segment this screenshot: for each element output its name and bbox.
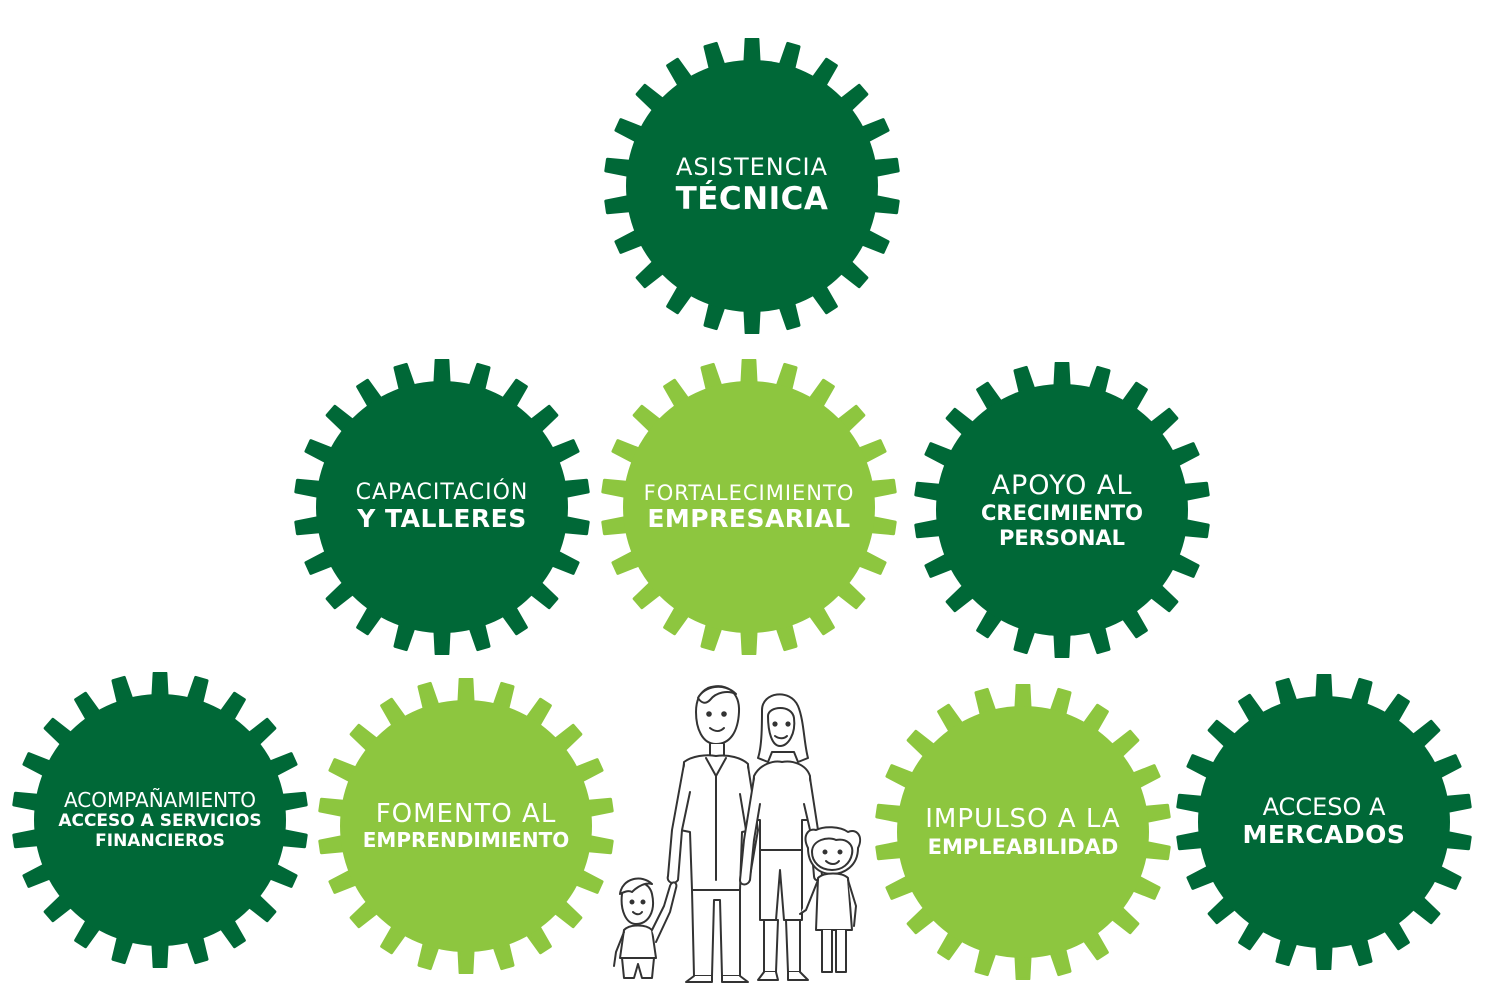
gear-capacitacion-talleres: CAPACITACIÓN Y TALLERES — [294, 359, 590, 655]
gear-icon — [875, 684, 1171, 980]
gear-acceso-mercados: ACCESO A MERCADOS — [1176, 674, 1472, 970]
gear-body — [316, 381, 568, 633]
gear-asistencia-tecnica: ASISTENCIA TÉCNICA — [604, 38, 900, 334]
gear-icon — [12, 672, 308, 968]
gear-impulso-empleabilidad: IMPULSO A LA EMPLEABILIDAD — [875, 684, 1171, 980]
gear-icon — [294, 359, 590, 655]
gear-apoyo-crecimiento: APOYO AL CRECIMIENTO PERSONAL — [914, 362, 1210, 658]
family-illustration-icon — [613, 685, 862, 983]
gear-body — [623, 381, 875, 633]
gear-body — [936, 384, 1188, 636]
boy-figure — [613, 877, 678, 979]
gear-body — [34, 694, 286, 946]
girl-figure — [799, 826, 862, 973]
gear-icon — [914, 362, 1210, 658]
gear-body — [340, 700, 592, 952]
gear-acompanamiento: ACOMPAÑAMIENTO ACCESO A SERVICIOS FINANC… — [12, 672, 308, 968]
gear-fomento-emprendimiento: FOMENTO AL EMPRENDIMIENTO — [318, 678, 614, 974]
gear-icon — [604, 38, 900, 334]
gear-fortalecimiento-empresarial: FORTALECIMIENTO EMPRESARIAL — [601, 359, 897, 655]
gear-icon — [601, 359, 897, 655]
gear-icon — [318, 678, 614, 974]
gear-icon — [1176, 674, 1472, 970]
gear-body — [1198, 696, 1450, 948]
gear-body — [626, 60, 878, 312]
gear-body — [897, 706, 1149, 958]
